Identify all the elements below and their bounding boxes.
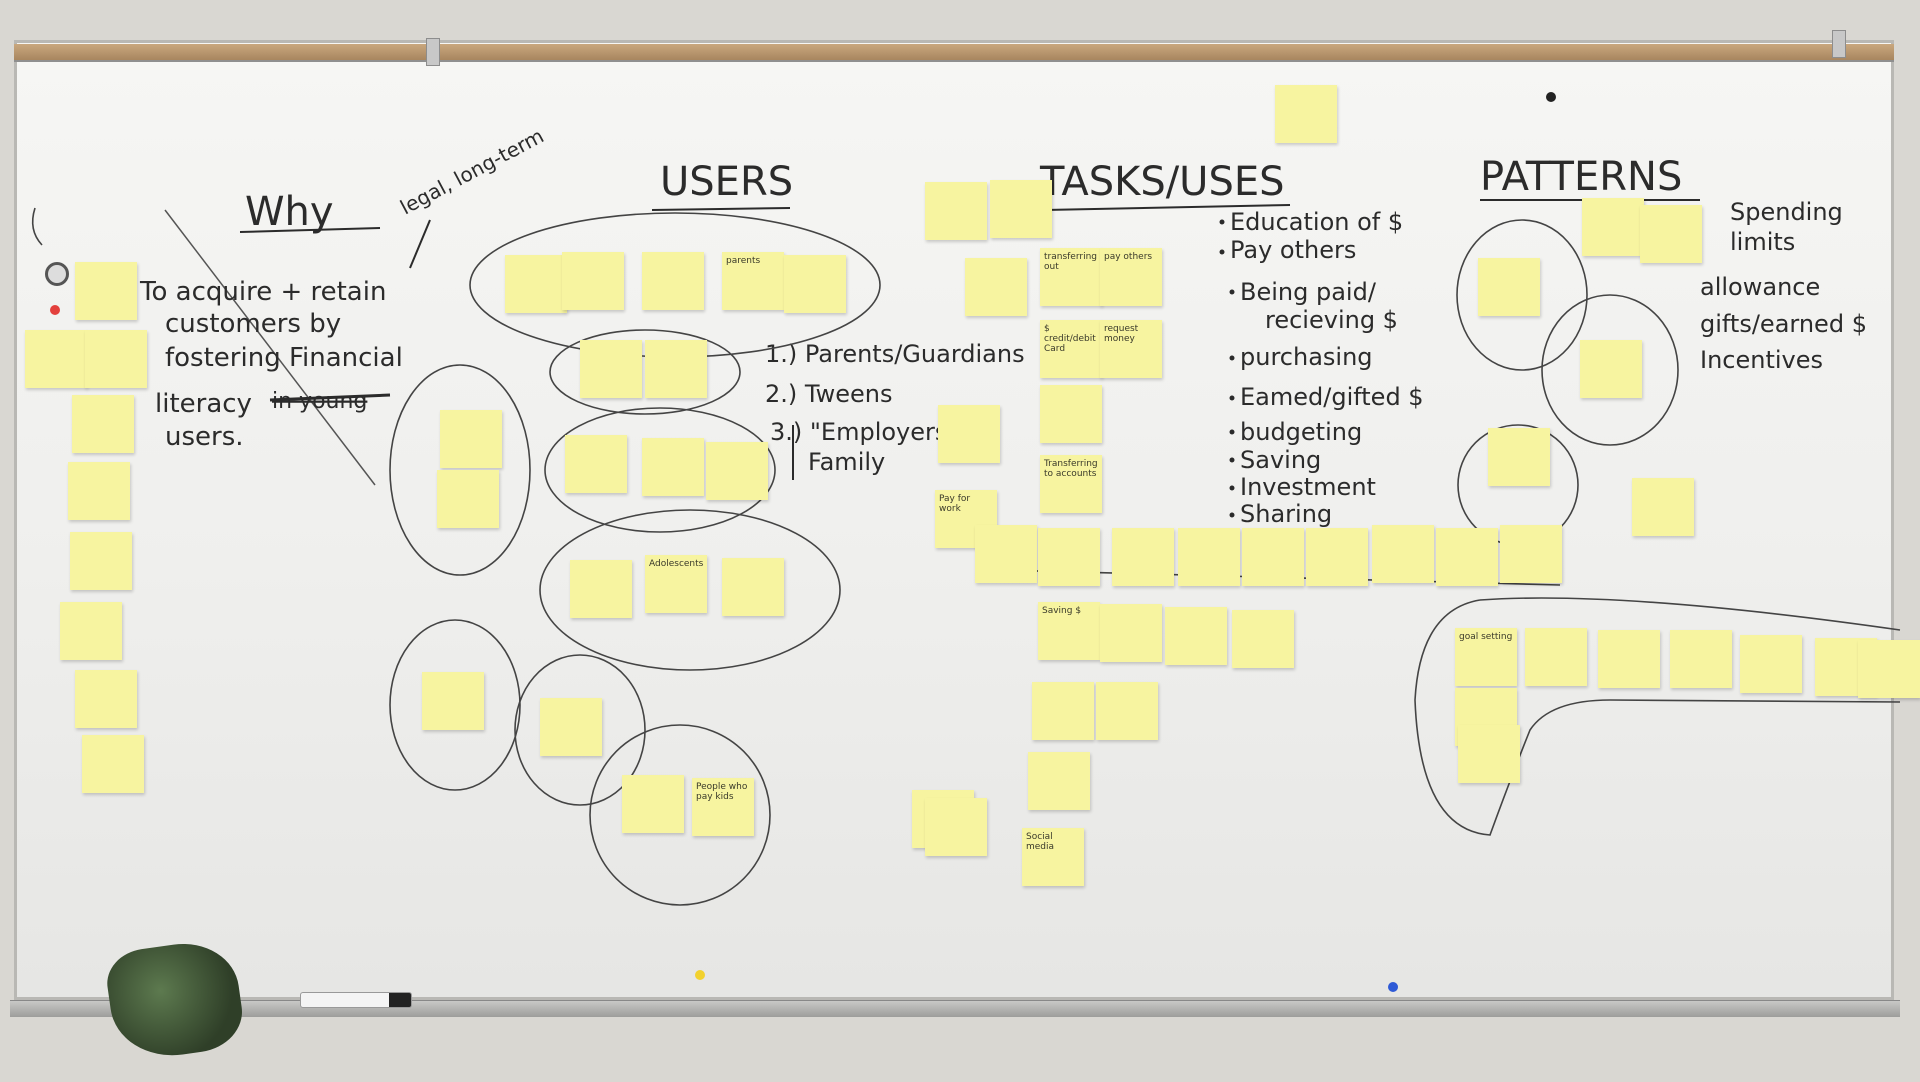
sticky-note[interactable] [1100,604,1162,662]
sticky-note[interactable] [1372,525,1434,583]
black-magnet [1546,92,1556,102]
sticky-note[interactable] [1032,682,1094,740]
sticky-note[interactable] [60,602,122,660]
sticky-note-social-media[interactable]: Social media [1022,828,1084,886]
sticky-note[interactable] [925,798,987,856]
note-text: transferring out [1044,252,1098,272]
yellow-pushpin [695,970,705,980]
sticky-note[interactable] [422,672,484,730]
note-text: parents [726,256,761,266]
sticky-note[interactable] [1598,630,1660,688]
sticky-note[interactable] [938,405,1000,463]
note-text: Pay for work [939,494,971,514]
sticky-note[interactable] [1038,528,1100,586]
sticky-note[interactable] [1858,640,1920,698]
sticky-note[interactable] [925,182,987,240]
sticky-note[interactable] [565,435,627,493]
sticky-note[interactable] [1500,525,1562,583]
sticky-note-request-money[interactable]: request money [1100,320,1162,378]
sticky-note[interactable] [1640,205,1702,263]
sticky-note[interactable] [70,532,132,590]
sticky-note[interactable] [1525,628,1587,686]
sticky-note[interactable] [1670,630,1732,688]
sticky-note[interactable] [1582,198,1644,256]
sticky-note-parents[interactable]: parents [722,252,784,310]
sticky-note-pay-others[interactable]: pay others [1100,248,1162,306]
note-text: Saving $ [1042,606,1082,616]
dry-erase-marker[interactable] [300,992,412,1008]
red-pushpin [50,305,60,315]
blue-pushpin [1388,982,1398,992]
sticky-note[interactable] [1232,610,1294,668]
sticky-note[interactable] [1306,528,1368,586]
sticky-note[interactable] [1178,528,1240,586]
sticky-note[interactable] [85,330,147,388]
sticky-note[interactable] [706,442,768,500]
sticky-note[interactable] [75,262,137,320]
sticky-note[interactable] [784,255,846,313]
sticky-note[interactable] [570,560,632,618]
sticky-note[interactable] [437,470,499,528]
whiteboard-top-rail [14,44,1894,62]
sticky-note[interactable] [1478,258,1540,316]
sticky-note[interactable] [68,462,130,520]
marker-tray [10,1000,1900,1017]
sticky-note[interactable] [82,735,144,793]
sticky-note[interactable] [965,258,1027,316]
sticky-note[interactable] [540,698,602,756]
note-text: goal setting [1459,632,1513,642]
sticky-note[interactable] [580,340,642,398]
sticky-note[interactable] [505,255,567,313]
sticky-note[interactable] [1112,528,1174,586]
sticky-note-transferring-accounts[interactable]: Transferring to accounts [1040,455,1102,513]
sticky-note[interactable] [72,395,134,453]
note-text: Transferring to accounts [1044,459,1098,479]
sticky-note[interactable] [440,410,502,468]
rail-clip [1832,30,1846,58]
sticky-note[interactable] [1096,682,1158,740]
sticky-note[interactable] [75,670,137,728]
sticky-note-credit-debit[interactable]: $ credit/debit Card [1040,320,1102,378]
note-text: pay others [1104,252,1153,262]
sticky-note[interactable] [1242,528,1304,586]
sticky-note-goal-setting[interactable]: goal setting [1455,628,1517,686]
sticky-note[interactable] [975,525,1037,583]
sticky-note-adolescents[interactable]: Adolescents [645,555,707,613]
sticky-note[interactable] [1165,607,1227,665]
sticky-note[interactable] [642,438,704,496]
sticky-note[interactable] [1040,385,1102,443]
sticky-note[interactable] [1580,340,1642,398]
sticky-note[interactable] [1275,85,1337,143]
sticky-note[interactable] [1740,635,1802,693]
sticky-note[interactable] [1436,528,1498,586]
rail-clip [426,38,440,66]
sticky-note[interactable] [1458,725,1520,783]
sticky-note[interactable] [645,340,707,398]
sticky-note[interactable] [1028,752,1090,810]
sticky-note[interactable] [722,558,784,616]
round-magnet [45,262,69,286]
sticky-note-people-pay-kids[interactable]: People who pay kids [692,778,754,836]
sticky-note[interactable] [1488,428,1550,486]
sticky-note[interactable] [990,180,1052,238]
note-text: Social media [1026,832,1055,852]
note-text: Adolescents [649,559,704,569]
sticky-note-saving[interactable]: Saving $ [1038,602,1100,660]
note-text: $ credit/debit Card [1044,324,1096,354]
sticky-note[interactable] [642,252,704,310]
sticky-note[interactable] [1632,478,1694,536]
note-text: request money [1104,324,1139,344]
note-text: People who pay kids [696,782,748,802]
sticky-note-transferring-out[interactable]: transferring out [1040,248,1102,306]
sticky-note[interactable] [622,775,684,833]
sticky-note[interactable] [562,252,624,310]
sticky-note[interactable] [25,330,87,388]
